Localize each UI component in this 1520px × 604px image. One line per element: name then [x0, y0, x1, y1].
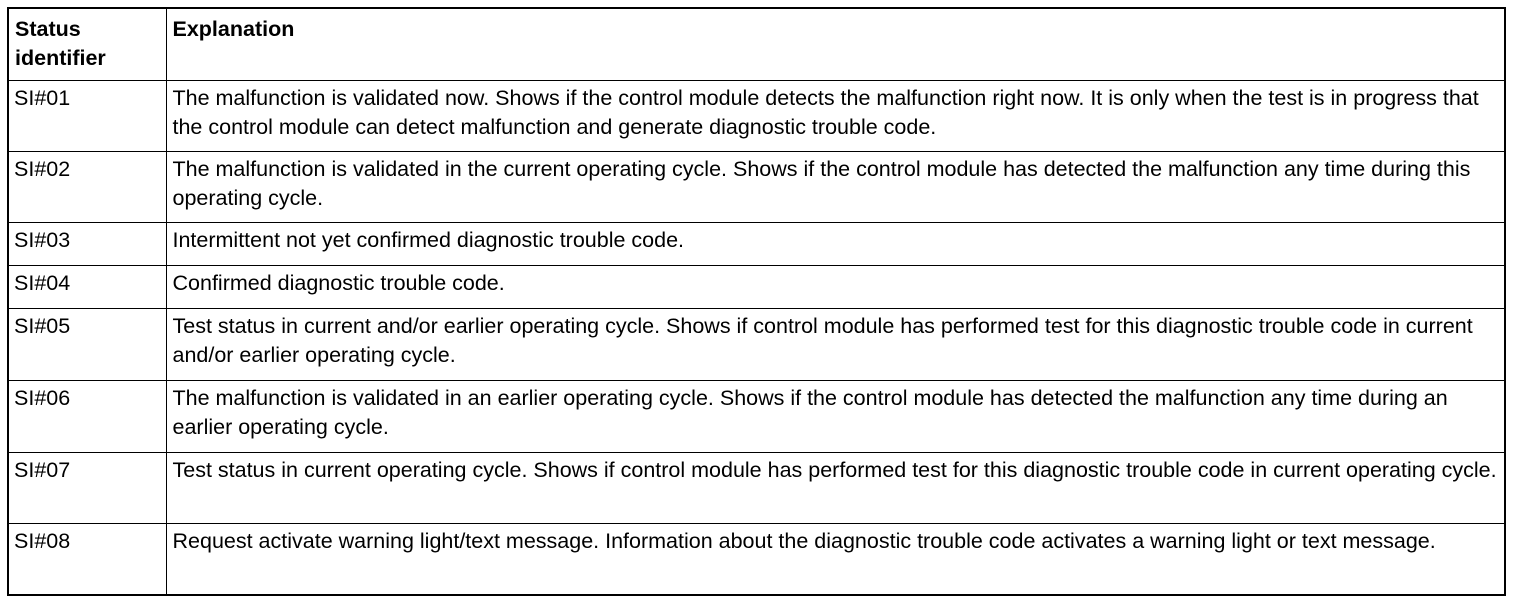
table-row: SI#01 The malfunction is validated now. … — [7, 80, 1506, 152]
status-id-cell: SI#06 — [7, 380, 167, 453]
explanation-cell: Confirmed diagnostic trouble code. — [165, 265, 1506, 309]
explanation-cell: Request activate warning light/text mess… — [165, 523, 1506, 595]
explanation-cell: The malfunction is validated in the curr… — [165, 151, 1506, 223]
table-row: SI#05 Test status in current and/or earl… — [7, 308, 1506, 381]
explanation-cell: Test status in current operating cycle. … — [165, 452, 1506, 524]
table-header-row: Status identifier Explanation — [7, 7, 1506, 81]
table-row: SI#06 The malfunction is validated in an… — [7, 380, 1506, 453]
table-row: SI#04 Confirmed diagnostic trouble code. — [7, 265, 1506, 309]
status-id-cell: SI#02 — [7, 151, 167, 223]
status-id-cell: SI#01 — [7, 80, 167, 152]
status-id-cell: SI#08 — [7, 523, 167, 595]
explanation-cell: Intermittent not yet confirmed diagnosti… — [165, 222, 1506, 266]
table-row: SI#03 Intermittent not yet confirmed dia… — [7, 222, 1506, 266]
status-id-cell: SI#05 — [7, 308, 167, 381]
explanation-cell: Test status in current and/or earlier op… — [165, 308, 1506, 381]
status-id-cell: SI#04 — [7, 265, 167, 309]
table-row: SI#02 The malfunction is validated in th… — [7, 151, 1506, 223]
header-status-identifier: Status identifier — [7, 7, 167, 81]
table-row: SI#07 Test status in current operating c… — [7, 452, 1506, 524]
table-row: SI#08 Request activate warning light/tex… — [7, 523, 1506, 595]
explanation-cell: The malfunction is validated in an earli… — [165, 380, 1506, 453]
status-id-cell: SI#07 — [7, 452, 167, 524]
status-identifier-table: Status identifier Explanation SI#01 The … — [7, 7, 1506, 596]
status-id-cell: SI#03 — [7, 222, 167, 266]
header-explanation: Explanation — [165, 7, 1506, 81]
explanation-cell: The malfunction is validated now. Shows … — [165, 80, 1506, 152]
